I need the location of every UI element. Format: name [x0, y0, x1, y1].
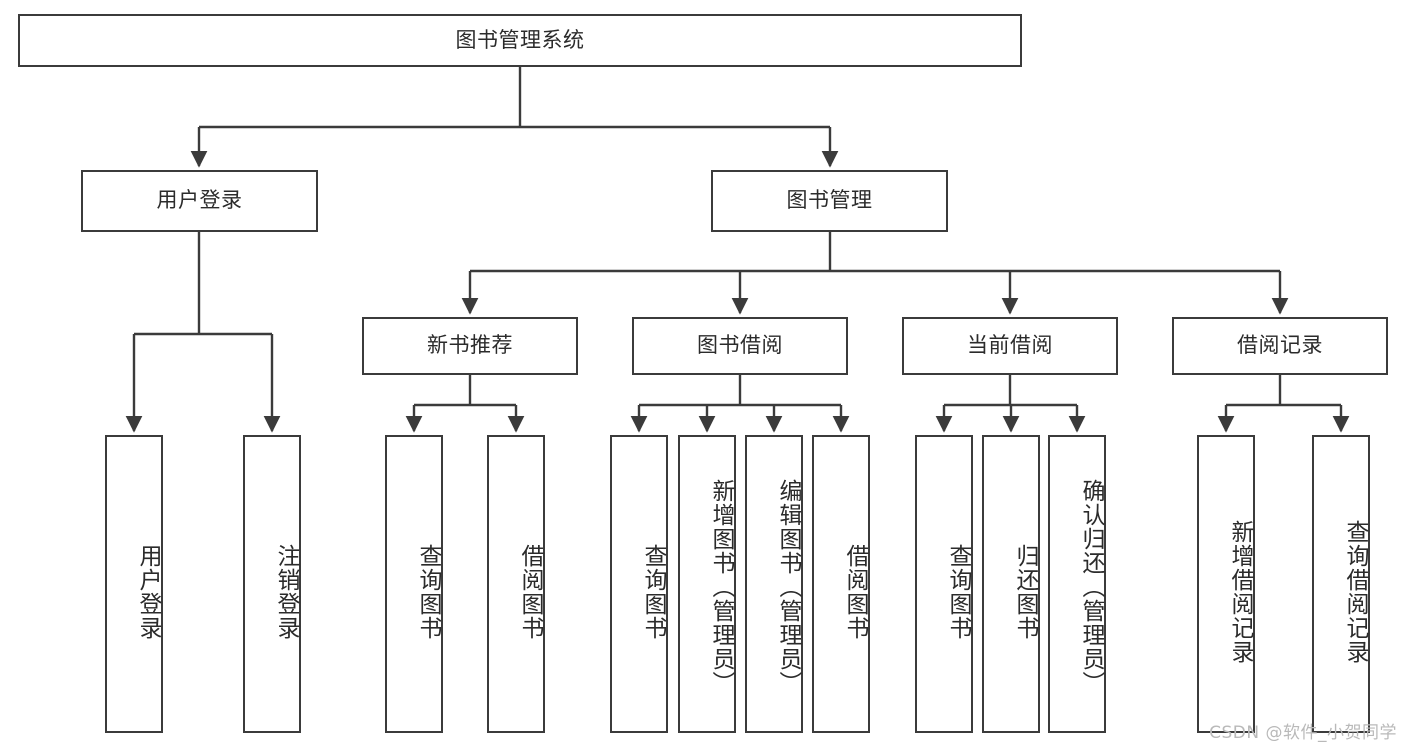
node-root[interactable]: 图书管理系统	[18, 14, 1022, 67]
leaf-logout-label: 注销登录	[273, 544, 299, 640]
node-user-login[interactable]: 用户登录	[81, 170, 318, 232]
leaf-borrow-book-label: 借阅图书	[842, 544, 868, 640]
leaf-query-borrow-record[interactable]: 查询借阅记录	[1312, 435, 1370, 733]
leaf-add-borrow-record[interactable]: 新增借阅记录	[1197, 435, 1255, 733]
node-book-borrow[interactable]: 图书借阅	[632, 317, 848, 375]
node-new-book-recommend[interactable]: 新书推荐	[362, 317, 578, 375]
leaf-return-book-label: 归还图书	[1012, 544, 1038, 640]
watermark-text: CSDN @软件_小贺同学	[1209, 723, 1397, 743]
leaf-edit-book-admin-label: 编辑图书（管理员）	[775, 479, 801, 695]
leaf-query-book-borrow[interactable]: 查询图书	[610, 435, 668, 733]
node-book-management-label: 图书管理	[786, 188, 873, 213]
leaf-query-book-borrow-label: 查询图书	[640, 544, 666, 640]
leaf-add-book-admin-label: 新增图书（管理员）	[708, 479, 734, 695]
node-user-login-label: 用户登录	[156, 188, 243, 213]
node-borrow-records-label: 借阅记录	[1237, 333, 1323, 358]
leaf-query-book-newbook-label: 查询图书	[415, 544, 441, 640]
node-book-borrow-label: 图书借阅	[697, 333, 783, 358]
leaf-user-login[interactable]: 用户登录	[105, 435, 163, 733]
node-current-borrow[interactable]: 当前借阅	[902, 317, 1118, 375]
leaf-borrow-book[interactable]: 借阅图书	[812, 435, 870, 733]
leaf-edit-book-admin[interactable]: 编辑图书（管理员）	[745, 435, 803, 733]
leaf-confirm-return-admin-label: 确认归还（管理员）	[1078, 479, 1104, 695]
leaf-confirm-return-admin[interactable]: 确认归还（管理员）	[1048, 435, 1106, 733]
leaf-logout[interactable]: 注销登录	[243, 435, 301, 733]
node-book-management[interactable]: 图书管理	[711, 170, 948, 232]
leaf-query-book-current[interactable]: 查询图书	[915, 435, 973, 733]
node-new-book-recommend-label: 新书推荐	[427, 333, 513, 358]
leaf-add-book-admin[interactable]: 新增图书（管理员）	[678, 435, 736, 733]
node-current-borrow-label: 当前借阅	[967, 333, 1053, 358]
leaf-query-book-newbook[interactable]: 查询图书	[385, 435, 443, 733]
leaf-return-book[interactable]: 归还图书	[982, 435, 1040, 733]
leaf-borrow-book-newbook[interactable]: 借阅图书	[487, 435, 545, 733]
leaf-query-borrow-record-label: 查询借阅记录	[1342, 520, 1368, 664]
node-root-label: 图书管理系统	[455, 27, 585, 52]
leaf-user-login-label: 用户登录	[135, 544, 161, 640]
leaf-borrow-book-newbook-label: 借阅图书	[517, 544, 543, 640]
node-borrow-records[interactable]: 借阅记录	[1172, 317, 1388, 375]
leaf-add-borrow-record-label: 新增借阅记录	[1227, 520, 1253, 664]
leaf-query-book-current-label: 查询图书	[945, 544, 971, 640]
